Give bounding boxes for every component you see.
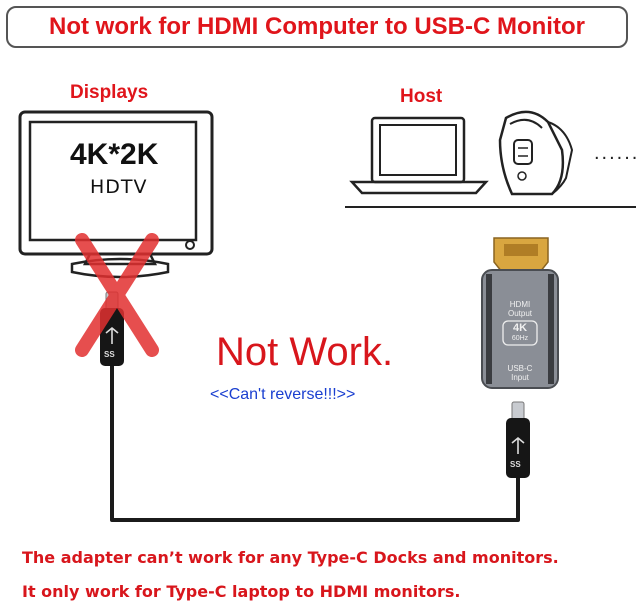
adapter-badge-60hz: 60Hz — [511, 335, 529, 342]
monitor-resolution-text: 4K*2K — [70, 138, 159, 171]
footer-line-2: It only work for Type-C laptop to HDMI m… — [22, 582, 461, 601]
adapter-hdmi-output-label: HDMI Output — [498, 300, 542, 318]
adapter-badge-4k: 4K — [512, 322, 528, 334]
tv-monitor-icon — [18, 110, 214, 279]
not-work-text: Not Work. — [216, 330, 394, 374]
hdmi-adapter-icon — [481, 237, 559, 389]
monitor-type-text: HDTV — [90, 176, 148, 198]
banner-text: Not work for HDMI Computer to USB-C Moni… — [49, 13, 585, 40]
game-console-icon — [498, 110, 574, 196]
title-banner: Not work for HDMI Computer to USB-C Moni… — [6, 6, 628, 48]
adapter-hdmi-text: HDMI — [509, 300, 531, 309]
laptop-icon — [349, 116, 489, 195]
footer-line-1: The adapter can’t work for any Type-C Do… — [22, 548, 559, 567]
adapter-output-text: Output — [507, 309, 532, 318]
superspeed-logo-top: SS — [104, 350, 115, 359]
usb-c-plug-bottom-icon — [506, 401, 530, 478]
displays-label: Displays — [70, 82, 149, 103]
host-label: Host — [400, 86, 443, 107]
superspeed-logo-bottom: SS — [510, 460, 521, 469]
cant-reverse-text: <<Can't reverse!!!>> — [210, 386, 356, 403]
more-devices-dots: ...... — [594, 142, 640, 164]
adapter-input-text: Input — [511, 373, 529, 382]
cross-mark-icon — [75, 233, 159, 357]
adapter-usbc-input-label: USB-C Input — [498, 364, 542, 382]
usb-c-cable — [110, 365, 520, 522]
adapter-usbc-text: USB-C — [507, 364, 533, 373]
